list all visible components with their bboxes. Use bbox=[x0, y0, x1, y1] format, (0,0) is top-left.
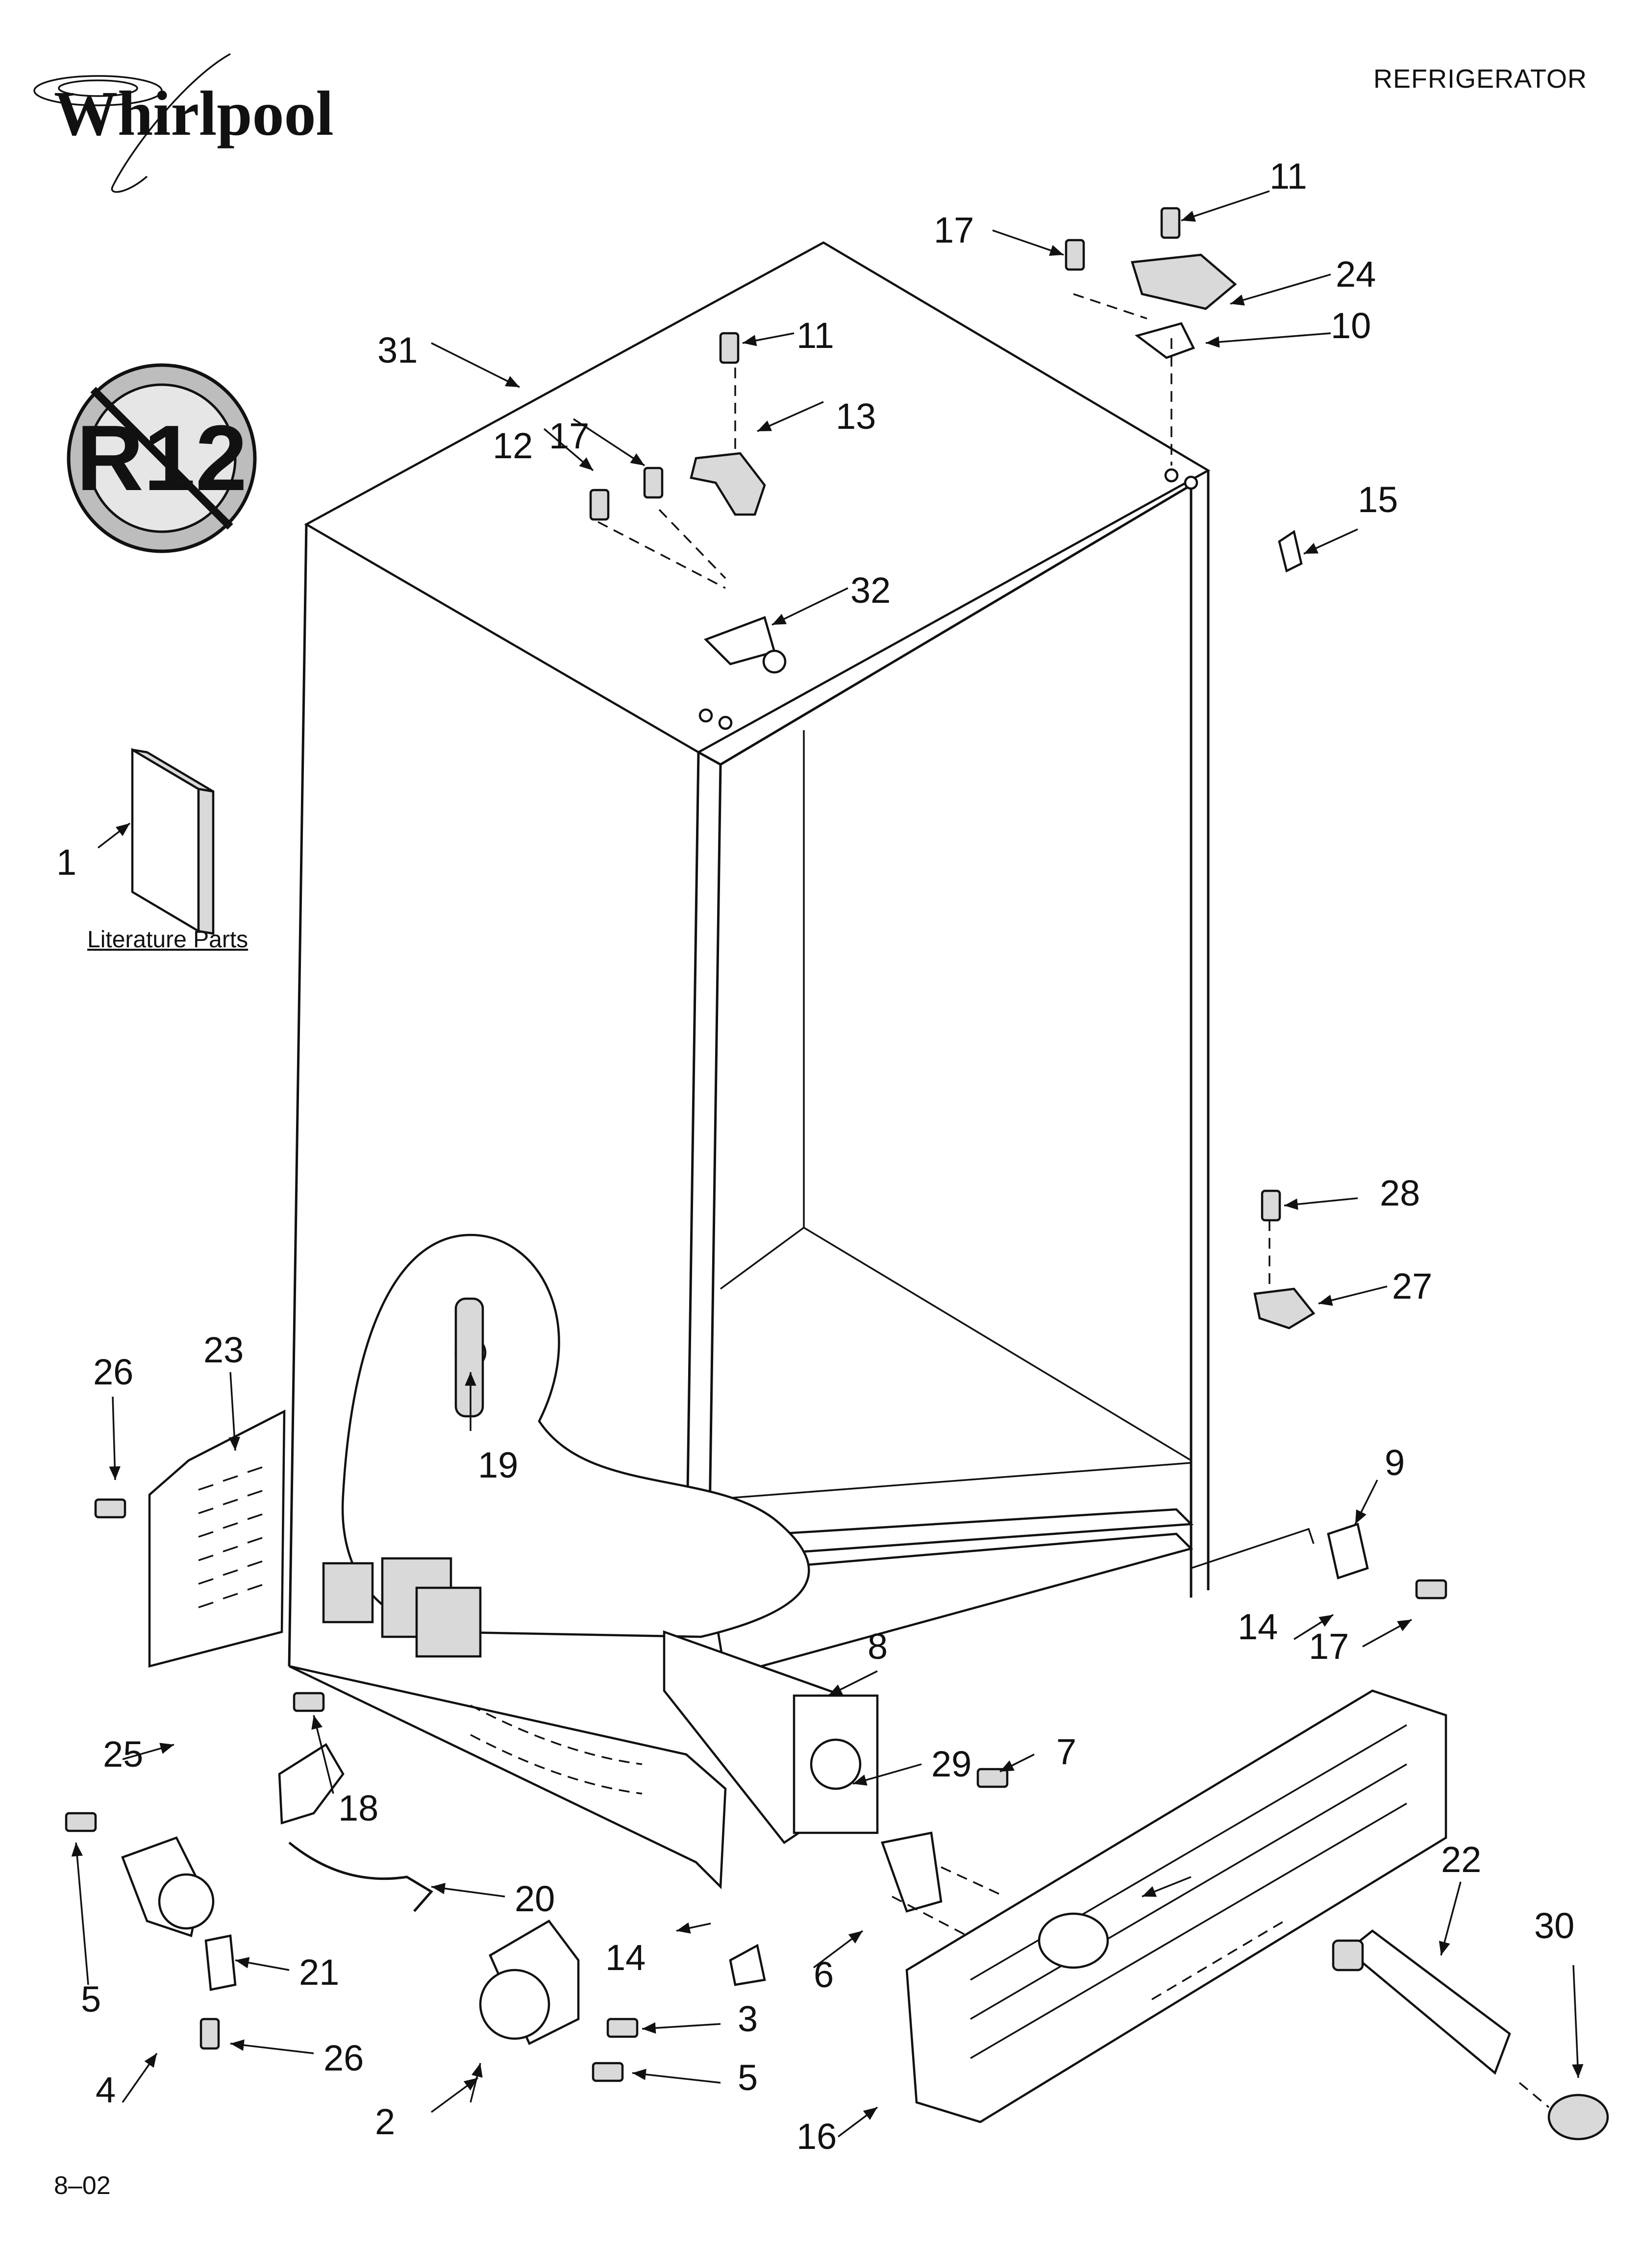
callout-8: 8 bbox=[868, 1626, 888, 1667]
callout-31: 31 bbox=[377, 330, 418, 370]
grille bbox=[905, 1689, 1447, 2123]
callout-15: 15 bbox=[1358, 479, 1398, 520]
callout-19: 19 bbox=[478, 1445, 518, 1485]
page-title: REFRIGERATOR bbox=[1373, 64, 1587, 94]
callout-1: 1 bbox=[56, 842, 76, 883]
callout-5-a: 5 bbox=[81, 1979, 101, 2020]
callout-26-b: 26 bbox=[323, 2038, 364, 2078]
callout-28: 28 bbox=[1380, 1173, 1420, 1213]
top-hinge-parts bbox=[597, 253, 1303, 730]
water-filter bbox=[1332, 1929, 1609, 2141]
callout-23: 23 bbox=[203, 1330, 244, 1370]
no-r12-badge: R12 bbox=[67, 363, 257, 553]
callout-30: 30 bbox=[1534, 1905, 1574, 1946]
callout-18: 18 bbox=[338, 1788, 378, 1828]
callout-9: 9 bbox=[1385, 1442, 1405, 1483]
callout-11-a: 11 bbox=[796, 315, 834, 356]
callout-25: 25 bbox=[103, 1734, 143, 1775]
callout-27: 27 bbox=[1392, 1266, 1432, 1307]
callout-16: 16 bbox=[796, 2116, 837, 2157]
callouts: 1 2 3 4 5 5 6 7 8 9 10 11 11 12 13 14 14… bbox=[56, 156, 1574, 2157]
callout-10: 10 bbox=[1331, 305, 1371, 346]
callout-22: 22 bbox=[1441, 1839, 1481, 1880]
leader-arrows bbox=[71, 190, 1584, 2138]
callout-13: 13 bbox=[836, 396, 876, 437]
callout-21: 21 bbox=[299, 1952, 339, 1993]
callout-11-b: 11 bbox=[1269, 156, 1307, 197]
callout-14-a: 14 bbox=[605, 1937, 646, 1978]
revision-date: 8–02 bbox=[54, 2171, 111, 2200]
callout-5-b: 5 bbox=[738, 2057, 758, 2098]
callout-20: 20 bbox=[515, 1878, 555, 1919]
callout-29: 29 bbox=[931, 1744, 971, 1784]
right-hinge-parts bbox=[1191, 1220, 1369, 1579]
callout-14-b: 14 bbox=[1238, 1606, 1278, 1647]
whirlpool-logo: Whirlpool bbox=[33, 53, 334, 193]
callout-26-a: 26 bbox=[93, 1352, 133, 1392]
callout-4: 4 bbox=[96, 2070, 116, 2110]
callout-12: 12 bbox=[493, 425, 533, 466]
callout-17-c: 17 bbox=[1309, 1626, 1349, 1667]
lower-parts bbox=[121, 1630, 1005, 2046]
callout-2: 2 bbox=[375, 2101, 395, 2142]
callout-6: 6 bbox=[814, 1954, 834, 1995]
literature-booklet bbox=[131, 748, 215, 935]
side-panel bbox=[148, 1409, 286, 1668]
callout-3: 3 bbox=[738, 1998, 758, 2039]
callout-17-a: 17 bbox=[549, 416, 589, 456]
svg-text:Whirlpool: Whirlpool bbox=[54, 78, 334, 149]
callout-24: 24 bbox=[1336, 254, 1376, 295]
literature-parts-label: Literature Parts bbox=[87, 927, 249, 953]
callout-17-b: 17 bbox=[934, 210, 974, 250]
callout-7: 7 bbox=[1056, 1731, 1076, 1772]
screws bbox=[65, 207, 1447, 2082]
callout-32: 32 bbox=[850, 570, 891, 611]
